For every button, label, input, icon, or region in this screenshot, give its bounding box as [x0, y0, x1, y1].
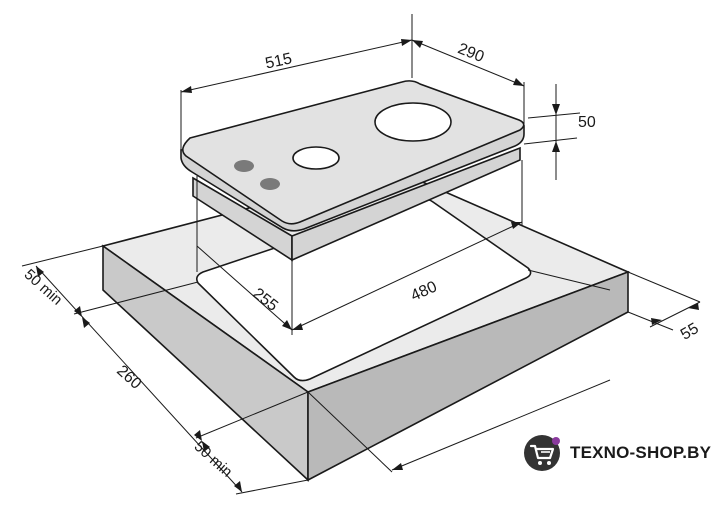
label-side-clearance: 260 — [113, 362, 144, 393]
dim-line-depth — [411, 39, 525, 87]
dim-line-width — [180, 39, 413, 93]
label-depth: 290 — [455, 40, 486, 66]
dim-line-front-length — [391, 379, 611, 471]
label-front-clearance: 50 min — [191, 438, 236, 481]
dimension-lines — [35, 39, 701, 493]
countertop-cutout — [196, 198, 532, 382]
extension-lines — [21, 14, 701, 495]
dim-line-cutout-width — [291, 221, 523, 331]
small-burner — [292, 146, 340, 170]
label-counter-thickness: 55 — [678, 320, 702, 344]
watermark-text: TEXNO-SHOP.BY — [570, 443, 712, 462]
watermark: TEXNO-SHOP.BY — [522, 433, 711, 473]
dim-line-left-depth — [35, 265, 243, 493]
hob-body-right — [291, 146, 521, 262]
knob-back — [260, 178, 280, 190]
label-width: 515 — [264, 50, 294, 72]
large-burner — [374, 102, 452, 142]
hob — [180, 80, 525, 262]
knob-front — [234, 160, 254, 172]
dim-line-cutout-depth — [196, 245, 293, 331]
label-height: 50 — [578, 114, 596, 131]
cart-logo-icon — [524, 435, 560, 471]
